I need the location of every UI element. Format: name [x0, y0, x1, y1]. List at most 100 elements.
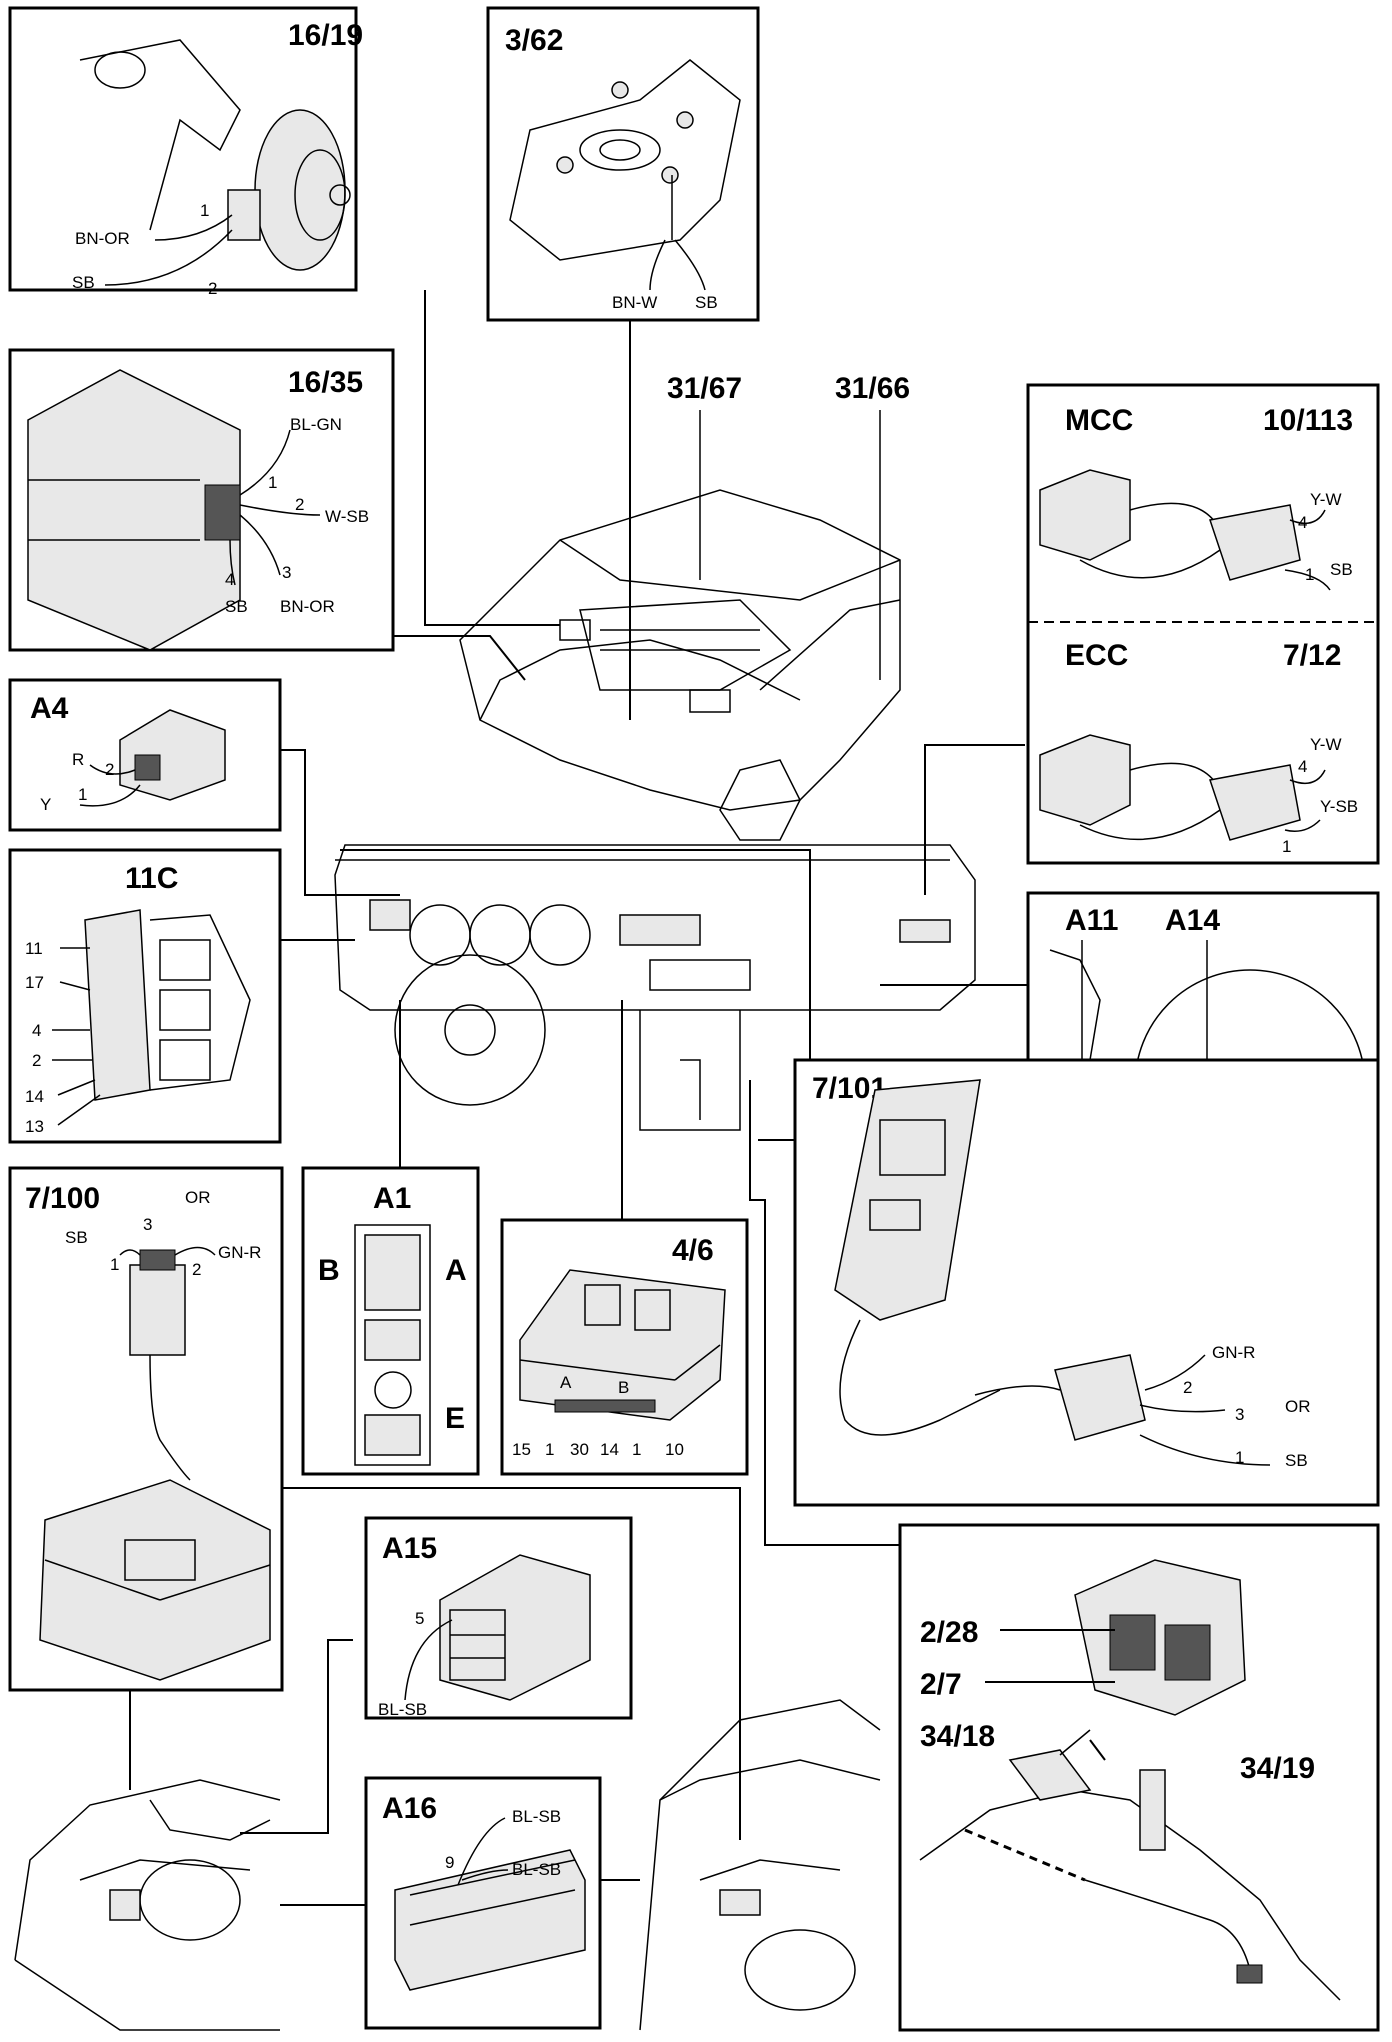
relay-pin-3: 3	[282, 563, 291, 582]
relay-wire-1: BL-GN	[290, 415, 342, 434]
panel-gearshift	[898, 1523, 1380, 2032]
mcc-ref: 10/113	[1263, 404, 1353, 437]
a1-side-a: A	[445, 1254, 467, 1287]
p7-101-pin-3: 3	[1235, 1405, 1244, 1424]
gearshift-2-7: 2/7	[920, 1668, 962, 1701]
p4-6-pin-1b: 1	[632, 1440, 641, 1459]
ground-title: 3/62	[505, 24, 563, 57]
relay-pin-1: 1	[268, 473, 277, 492]
ecc-pin-4: 4	[1298, 757, 1307, 776]
panel-ground: 3/62	[486, 6, 760, 322]
a4-pin-2: 2	[105, 760, 114, 779]
p7-100-wire-2: OR	[185, 1188, 211, 1207]
a16-wire-1: BL-SB	[512, 1807, 561, 1826]
horn-wire-1: BN-OR	[75, 229, 130, 248]
panel-a1: A1	[301, 1166, 480, 1476]
label-31-67: 31/67	[667, 372, 742, 405]
panel-a4: A4	[8, 678, 282, 832]
panel-7-101: 7/101	[793, 1058, 1380, 1507]
relay-wire-2: W-SB	[325, 507, 369, 526]
horn-wire-2: SB	[72, 273, 95, 292]
panel-4-6: 4/6	[500, 1218, 749, 1476]
a4-wire-2: Y	[40, 795, 51, 814]
p4-6-pin-30: 30	[570, 1440, 589, 1459]
c11-pin-2: 2	[32, 1051, 41, 1070]
a16-wire-2: BL-SB	[512, 1860, 561, 1879]
panel-7-100: 7/100	[8, 1166, 284, 1692]
a14-title: A14	[1165, 904, 1220, 937]
gearshift-2-28: 2/28	[920, 1616, 978, 1649]
car-engine-bay	[459, 410, 901, 841]
a1-title: A1	[373, 1182, 411, 1215]
p4-6-title: 4/6	[672, 1234, 714, 1267]
horn-title: 16/19	[288, 19, 363, 52]
panel-relay: 16/35	[8, 348, 395, 652]
p7-101-wire-3: SB	[1285, 1451, 1308, 1470]
horn-pin-1: 1	[200, 201, 209, 220]
a16-pin-9: 9	[445, 1853, 454, 1872]
a1-side-b: B	[318, 1254, 340, 1287]
gearshift-34-19: 34/19	[1240, 1752, 1315, 1785]
floor-view-left	[14, 1779, 281, 2031]
c11-pin-14: 14	[25, 1087, 44, 1106]
mcc-wire-1: Y-W	[1310, 490, 1342, 509]
p7-100-pin-3: 3	[143, 1215, 152, 1234]
p7-100-pin-1: 1	[110, 1255, 119, 1274]
c11-pin-4: 4	[32, 1021, 41, 1040]
panel-horn: 16/19	[8, 6, 363, 292]
a4-wire-1: R	[72, 750, 84, 769]
ecc-pin-1: 1	[1282, 837, 1291, 856]
p4-6-pin-1a: 1	[545, 1440, 554, 1459]
ecc-ref: 7/12	[1283, 639, 1341, 672]
mcc-pin-1: 1	[1305, 565, 1314, 584]
p4-6-pin-15: 15	[512, 1440, 531, 1459]
floor-view-center	[639, 1699, 881, 2031]
panel-a15: A15	[364, 1516, 633, 1720]
p4-6-pin-14: 14	[600, 1440, 619, 1459]
p7-100-title: 7/100	[25, 1182, 100, 1215]
ecc-title: ECC	[1065, 639, 1128, 672]
gearshift-34-18: 34/18	[920, 1720, 995, 1753]
ecc-wire-1: Y-W	[1310, 735, 1342, 754]
p4-6-pin-10: 10	[665, 1440, 684, 1459]
ground-wire-1: BN-W	[612, 293, 657, 312]
ecc-wire-2: Y-SB	[1320, 797, 1358, 816]
relay-pin-4: 4	[225, 570, 234, 589]
panel-mcc-ecc	[1026, 383, 1380, 865]
p7-100-pin-2: 2	[192, 1260, 201, 1279]
horn-pin-2: 2	[208, 279, 217, 298]
a11-title: A11	[1065, 904, 1118, 937]
a1-side-e: E	[445, 1402, 465, 1435]
p7-101-pin-2: 2	[1183, 1378, 1192, 1397]
a15-pin-5: 5	[415, 1609, 424, 1628]
dashboard	[334, 844, 976, 1131]
c11-pin-11: 11	[25, 939, 43, 958]
ground-wire-2: SB	[695, 293, 718, 312]
a15-wire: BL-SB	[378, 1700, 427, 1719]
a4-pin-1: 1	[78, 785, 87, 804]
c11-pin-13: 13	[25, 1117, 44, 1136]
mcc-pin-4: 4	[1298, 513, 1307, 532]
relay-pin-2: 2	[295, 495, 304, 514]
p7-101-pin-1: 1	[1235, 1448, 1244, 1467]
p4-6-section-b: B	[618, 1378, 629, 1397]
c11-pin-17: 17	[25, 973, 44, 992]
mcc-wire-2: SB	[1330, 560, 1353, 579]
p4-6-section-a: A	[560, 1373, 572, 1392]
c11-title: 11C	[125, 862, 178, 895]
p7-100-wire-1: SB	[65, 1228, 88, 1247]
panel-11c: 11C	[8, 848, 282, 1144]
relay-wire-3: BN-OR	[280, 597, 335, 616]
mcc-title: MCC	[1065, 404, 1133, 437]
a16-title: A16	[382, 1792, 437, 1825]
relay-title: 16/35	[288, 366, 363, 399]
panel-a16: A16	[364, 1776, 602, 2030]
a15-title: A15	[382, 1532, 437, 1565]
label-31-66: 31/66	[835, 372, 910, 405]
a4-title: A4	[30, 692, 69, 725]
p7-101-wire-2: OR	[1285, 1397, 1311, 1416]
relay-wire-4: SB	[225, 597, 248, 616]
p7-100-wire-3: GN-R	[218, 1243, 261, 1262]
p7-101-wire-1: GN-R	[1212, 1343, 1255, 1362]
